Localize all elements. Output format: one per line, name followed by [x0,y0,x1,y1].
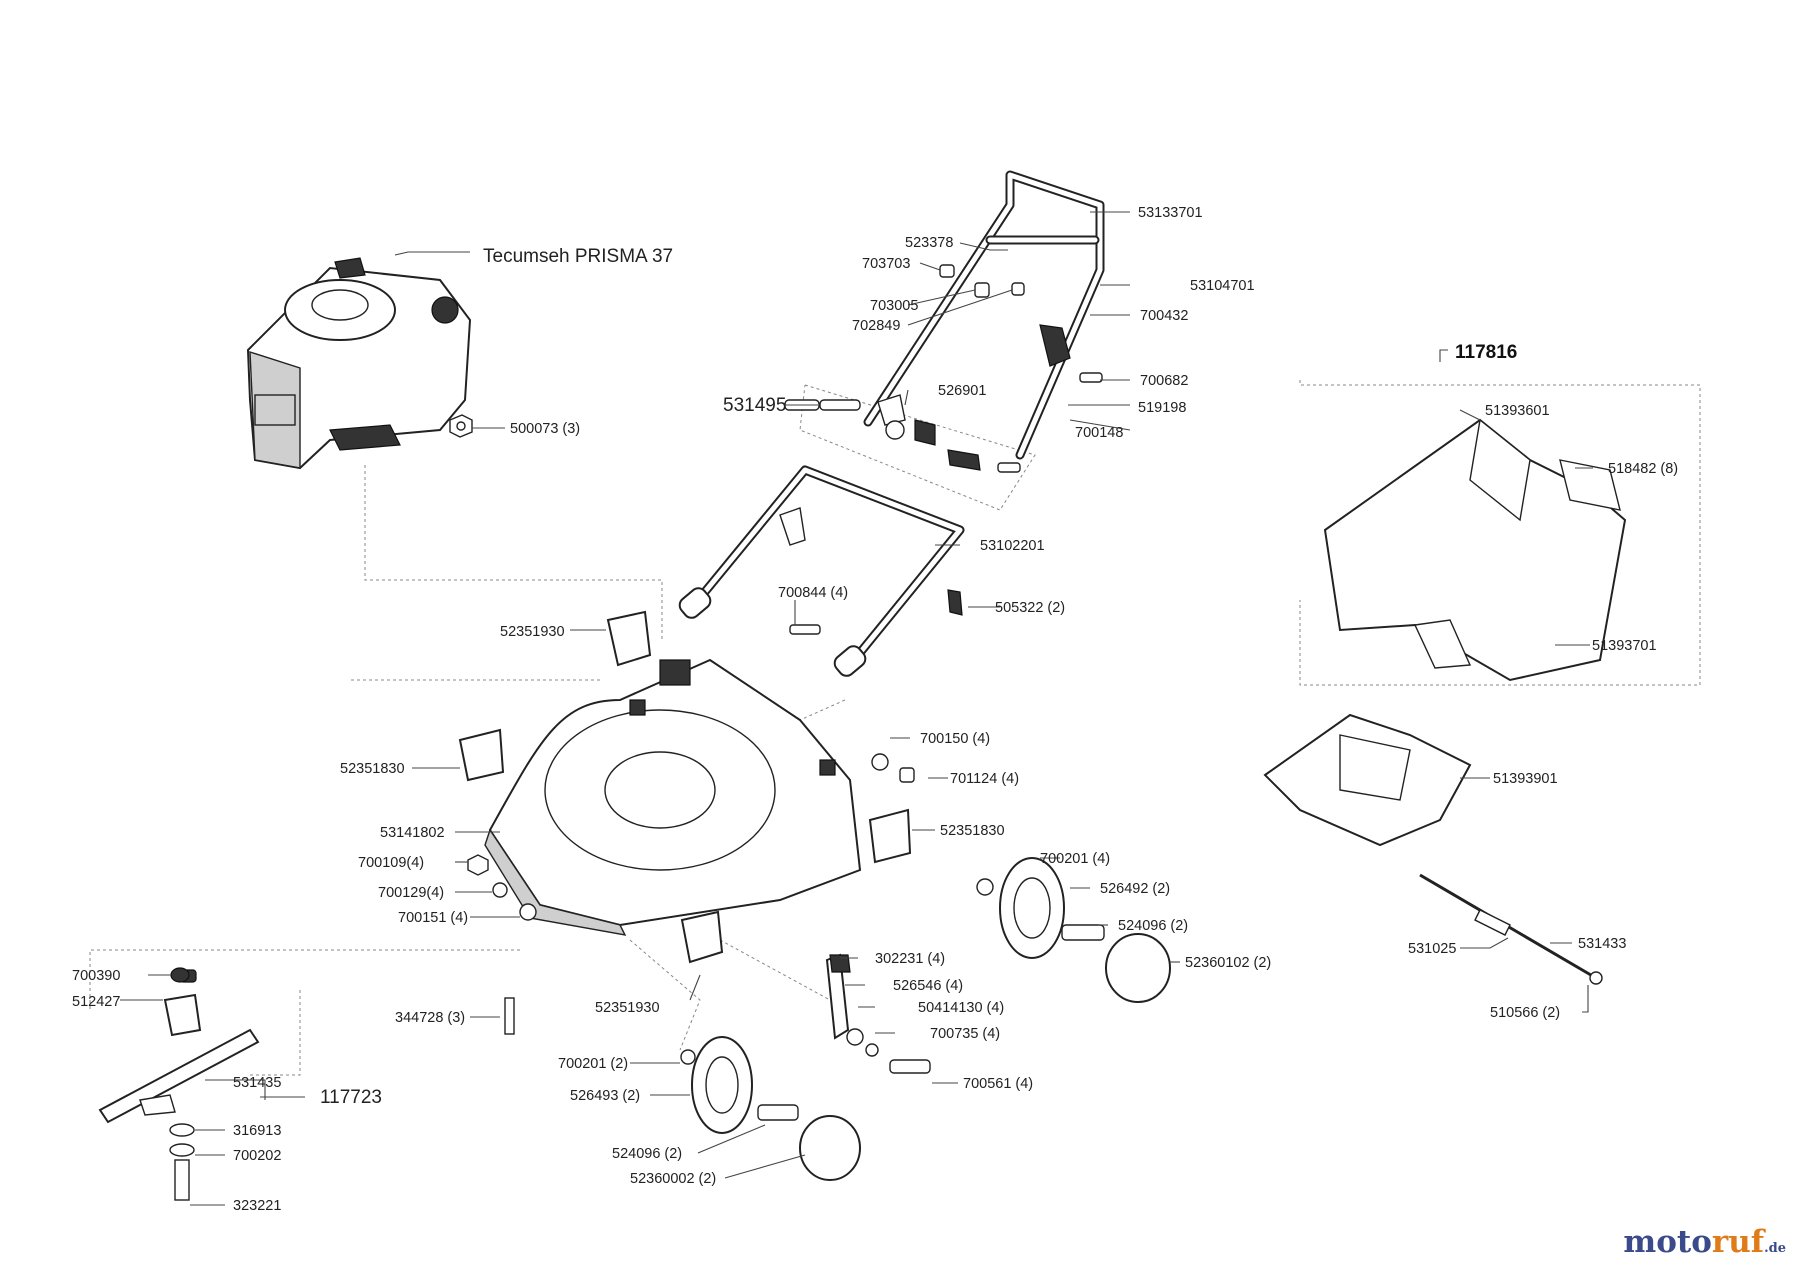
label-524096-front: 524096 (2) [612,1146,682,1162]
label-700202: 700202 [233,1148,281,1164]
blade-assembly [98,967,260,1201]
label-700561: 700561 (4) [963,1076,1033,1092]
label-505322: 505322 (2) [995,600,1065,616]
handle-hardware [779,264,1103,635]
label-500073: 500073 (3) [510,421,580,437]
nut-500073 [449,414,473,438]
deck-fasteners [179,753,994,1035]
label-524096-rear: 524096 (2) [1118,918,1188,934]
label-engine: Tecumseh PRISMA 37 [483,246,673,267]
label-700109: 700109(4) [358,855,424,871]
label-323221: 323221 [233,1198,281,1214]
label-703005: 703005 [870,298,918,314]
watermark-brand-a: moto [1623,1224,1712,1260]
label-52351830-left: 52351830 [340,761,405,777]
label-526492: 526492 (2) [1100,881,1170,897]
label-700390: 700390 [72,968,120,984]
label-117723: 117723 [320,1087,382,1108]
mower-deck [484,658,862,936]
label-526493: 526493 (2) [570,1088,640,1104]
label-53102201: 53102201 [980,538,1045,554]
label-51393901: 51393901 [1493,771,1558,787]
height-adjust-lever [680,953,931,1074]
label-703703: 703703 [862,256,910,272]
label-51393601: 51393601 [1485,403,1550,419]
label-344728: 344728 (3) [395,1010,465,1026]
label-700682: 700682 [1140,373,1188,389]
label-531495: 531495 [723,395,786,416]
watermark-logo: motoruf.de [1623,1224,1786,1260]
label-52351930-lower: 52351930 [595,1000,660,1016]
label-700148: 700148 [1075,425,1123,441]
label-53141802: 53141802 [380,825,445,841]
label-519198: 519198 [1138,400,1186,416]
label-518482: 518482 (8) [1608,461,1678,477]
label-52351930-upper: 52351930 [500,624,565,640]
label-700150: 700150 (4) [920,731,990,747]
height-brackets [458,610,912,964]
label-700844: 700844 (4) [778,585,848,601]
label-702849: 702849 [852,318,900,334]
label-700432: 700432 [1140,308,1188,324]
label-302231: 302231 (4) [875,951,945,967]
label-700735: 700735 (4) [930,1026,1000,1042]
engine-assembly [246,257,472,470]
label-52351830-right: 52351830 [940,823,1005,839]
label-531025: 531025 [1408,941,1456,957]
label-700151: 700151 (4) [398,910,468,926]
label-316913: 316913 [233,1123,281,1139]
part-labels: Tecumseh PRISMA 37 500073 (3) 53133701 5… [72,205,1678,1214]
label-526546: 526546 (4) [893,978,963,994]
front-wheel [691,1036,861,1181]
rear-wheel [999,857,1171,1003]
label-53104701: 53104701 [1190,278,1255,294]
label-52360102: 52360102 (2) [1185,955,1271,971]
watermark-brand-b: ruf [1711,1224,1765,1260]
lower-handle [678,465,965,677]
label-510566: 510566 (2) [1490,1005,1560,1021]
label-512427: 512427 [72,994,120,1010]
label-53133701: 53133701 [1138,205,1203,221]
label-700201-front: 700201 (2) [558,1056,628,1072]
label-531435: 531435 [233,1075,281,1091]
hinge-rod [1419,873,1603,985]
label-526901: 526901 [938,383,986,399]
label-700201-rear: 700201 (4) [1040,851,1110,867]
label-701124: 701124 (4) [950,771,1019,787]
label-531433: 531433 [1578,936,1626,952]
upper-handle [863,170,1105,460]
label-52360002: 52360002 (2) [630,1171,716,1187]
label-523378: 523378 [905,235,953,251]
rear-deflector [1263,713,1472,847]
leader-lines [120,211,1593,1206]
label-117816: 117816 [1455,342,1517,363]
watermark-suffix: .de [1764,1241,1786,1256]
label-700129: 700129(4) [378,885,444,901]
assembly-guide-lines [89,380,1701,1076]
label-50414130: 50414130 (4) [918,1000,1004,1016]
grass-catcher [1323,418,1627,682]
label-51393701: 51393701 [1592,638,1657,654]
